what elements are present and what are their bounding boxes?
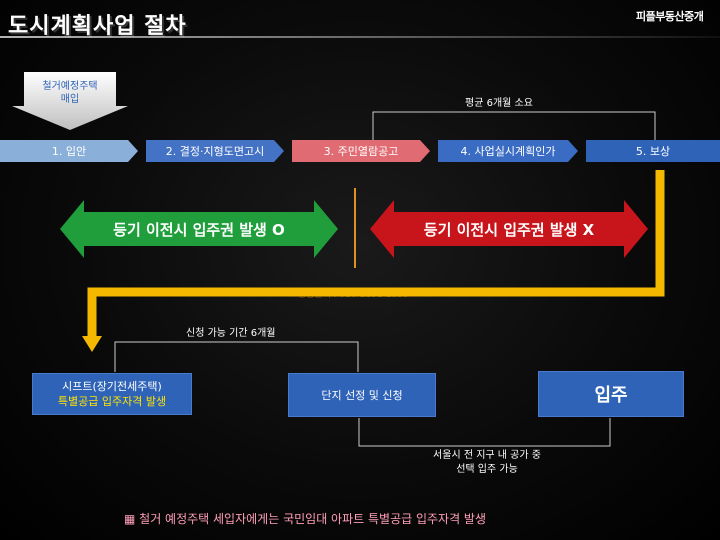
purchase-note: 철거예정주택 매입 xyxy=(42,81,98,105)
step-compensation: 5. 보상 xyxy=(586,140,720,162)
apply-period-note: 신청 가능 기간 6개월 xyxy=(186,328,276,339)
contact-watermark: 상담문의 : 010-2191-2535 xyxy=(298,290,410,300)
complex-selection-box: 단지 선정 및 신청 xyxy=(288,373,436,417)
divider-line xyxy=(354,188,356,268)
shift-box-line2: 특별공급 입주자격 발생 xyxy=(57,395,167,408)
step-public-notice: 3. 주민열람공고 xyxy=(292,140,430,162)
brand-logo-text: 피플부동산중개 xyxy=(636,10,704,23)
move-in-box: 입주 xyxy=(538,371,684,417)
shift-box-line1: 시프트(장기전세주택) xyxy=(62,380,162,393)
title-underline xyxy=(0,36,720,38)
step-initiation: 1. 입안 xyxy=(0,140,138,162)
vacancy-note: 서울시 전 지구 내 공가 중 선택 입주 가능 xyxy=(402,449,572,477)
page-title: 도시계획사업 절차 xyxy=(8,14,187,39)
shift-eligibility-box: 시프트(장기전세주택) 특별공급 입주자격 발생 xyxy=(32,373,192,415)
apply-bracket xyxy=(114,341,359,372)
vacancy-bracket xyxy=(358,418,611,447)
footer-note: ▦ 철거 예정주택 세입자에게는 국민임대 아파트 특별공급 입주자격 발생 xyxy=(124,512,487,526)
step-plan-approval: 4. 사업실시계획인가 xyxy=(438,140,578,162)
purchase-down-arrow xyxy=(12,72,128,130)
vacancy-note-line2: 선택 입주 가능 xyxy=(456,464,518,475)
duration-note: 평균 6개월 소요 xyxy=(465,98,533,109)
yellow-flow-arrow xyxy=(82,170,665,352)
vacancy-note-line1: 서울시 전 지구 내 공가 중 xyxy=(433,450,541,461)
duration-bracket xyxy=(372,111,656,140)
step-decision-notice: 2. 결정·지형도면고시 xyxy=(146,140,284,162)
